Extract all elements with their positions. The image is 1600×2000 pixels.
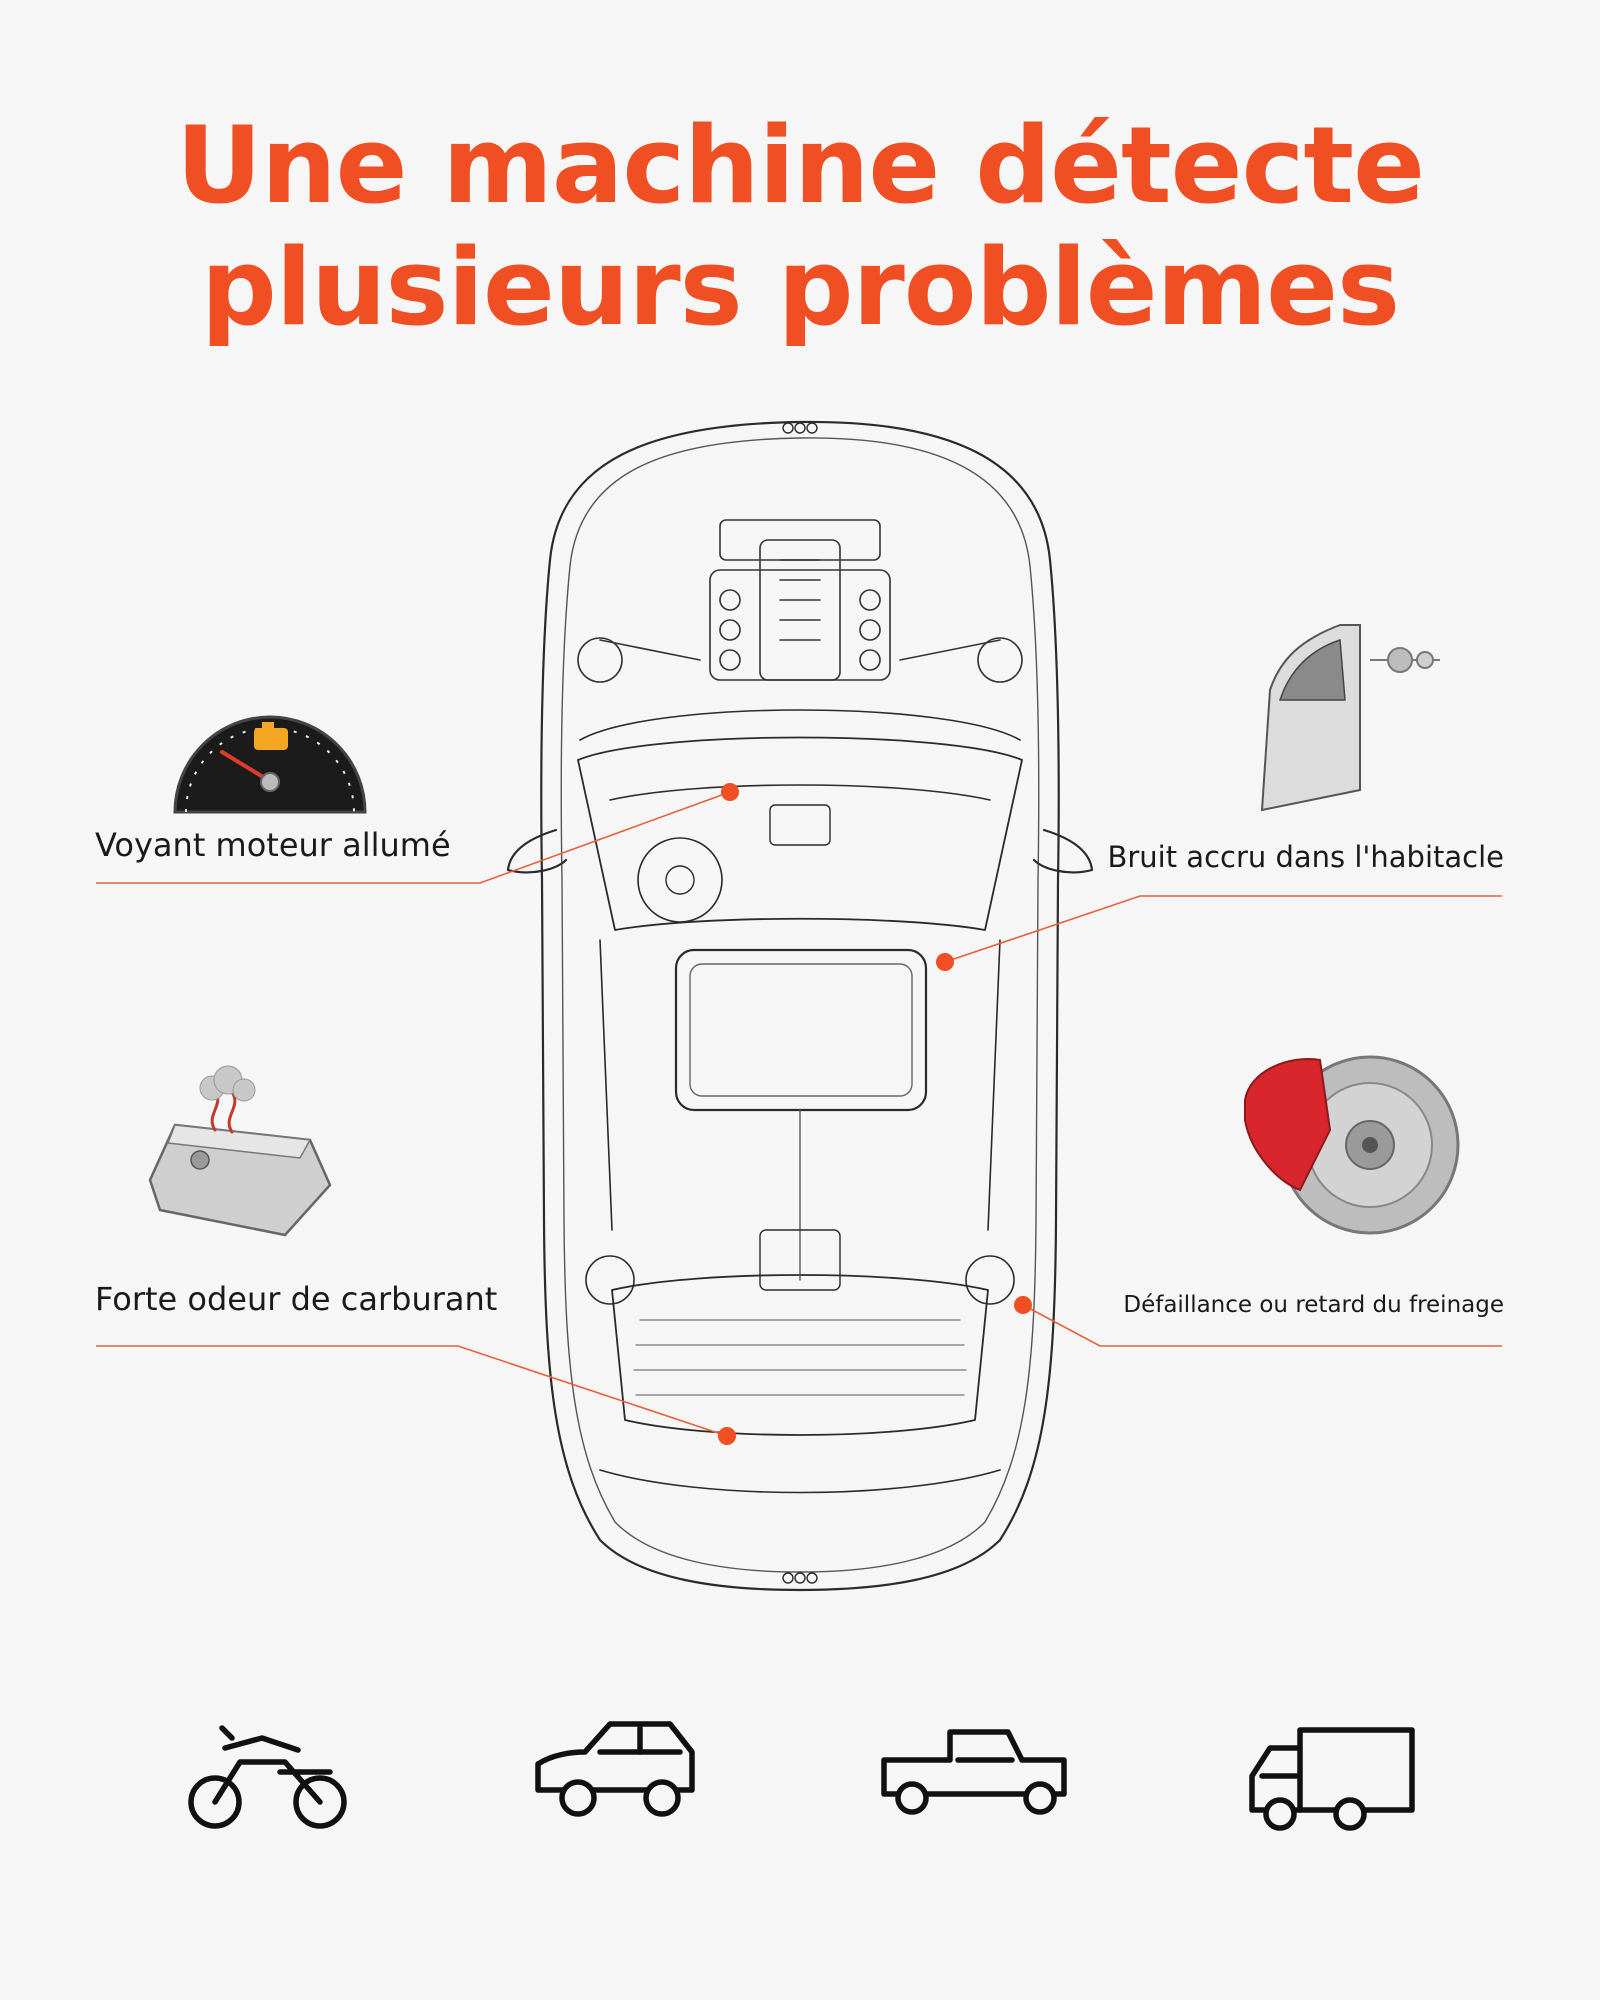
dot-cabin [936,953,954,971]
page-title-line-1: Une machine détecte [176,104,1425,227]
callout-cabin-noise: Bruit accru dans l'habitacle [1107,840,1504,874]
pickup-truck-icon [881,1729,1067,1815]
dot-brake [1014,1296,1032,1314]
car-top-view-diagram [506,420,1094,1592]
vehicle-icons-row [188,1721,1415,1831]
dot-fuel [718,1427,736,1445]
check-engine-gauge-icon [173,715,367,814]
callout-fuel-smell: Forte odeur de carburant [95,1280,498,1318]
callout-lines [96,791,1502,1437]
delivery-truck-icon [1249,1727,1415,1831]
page-title: Une machine détecte plusieurs problèmes [0,105,1600,349]
car-door-icon [1260,624,1440,812]
callout-dots [718,783,1032,1445]
fuel-tank-icon [148,1065,332,1237]
brake-disc-icon [1244,1055,1460,1235]
page-title-line-2: plusieurs problèmes [200,226,1400,349]
callout-engine-light: Voyant moteur allumé [95,826,451,864]
car-icon [535,1721,695,1817]
motorcycle-icon [188,1725,347,1829]
callout-brake-failure: Défaillance ou retard du freinage [1123,1292,1504,1318]
dot-engine [721,783,739,801]
